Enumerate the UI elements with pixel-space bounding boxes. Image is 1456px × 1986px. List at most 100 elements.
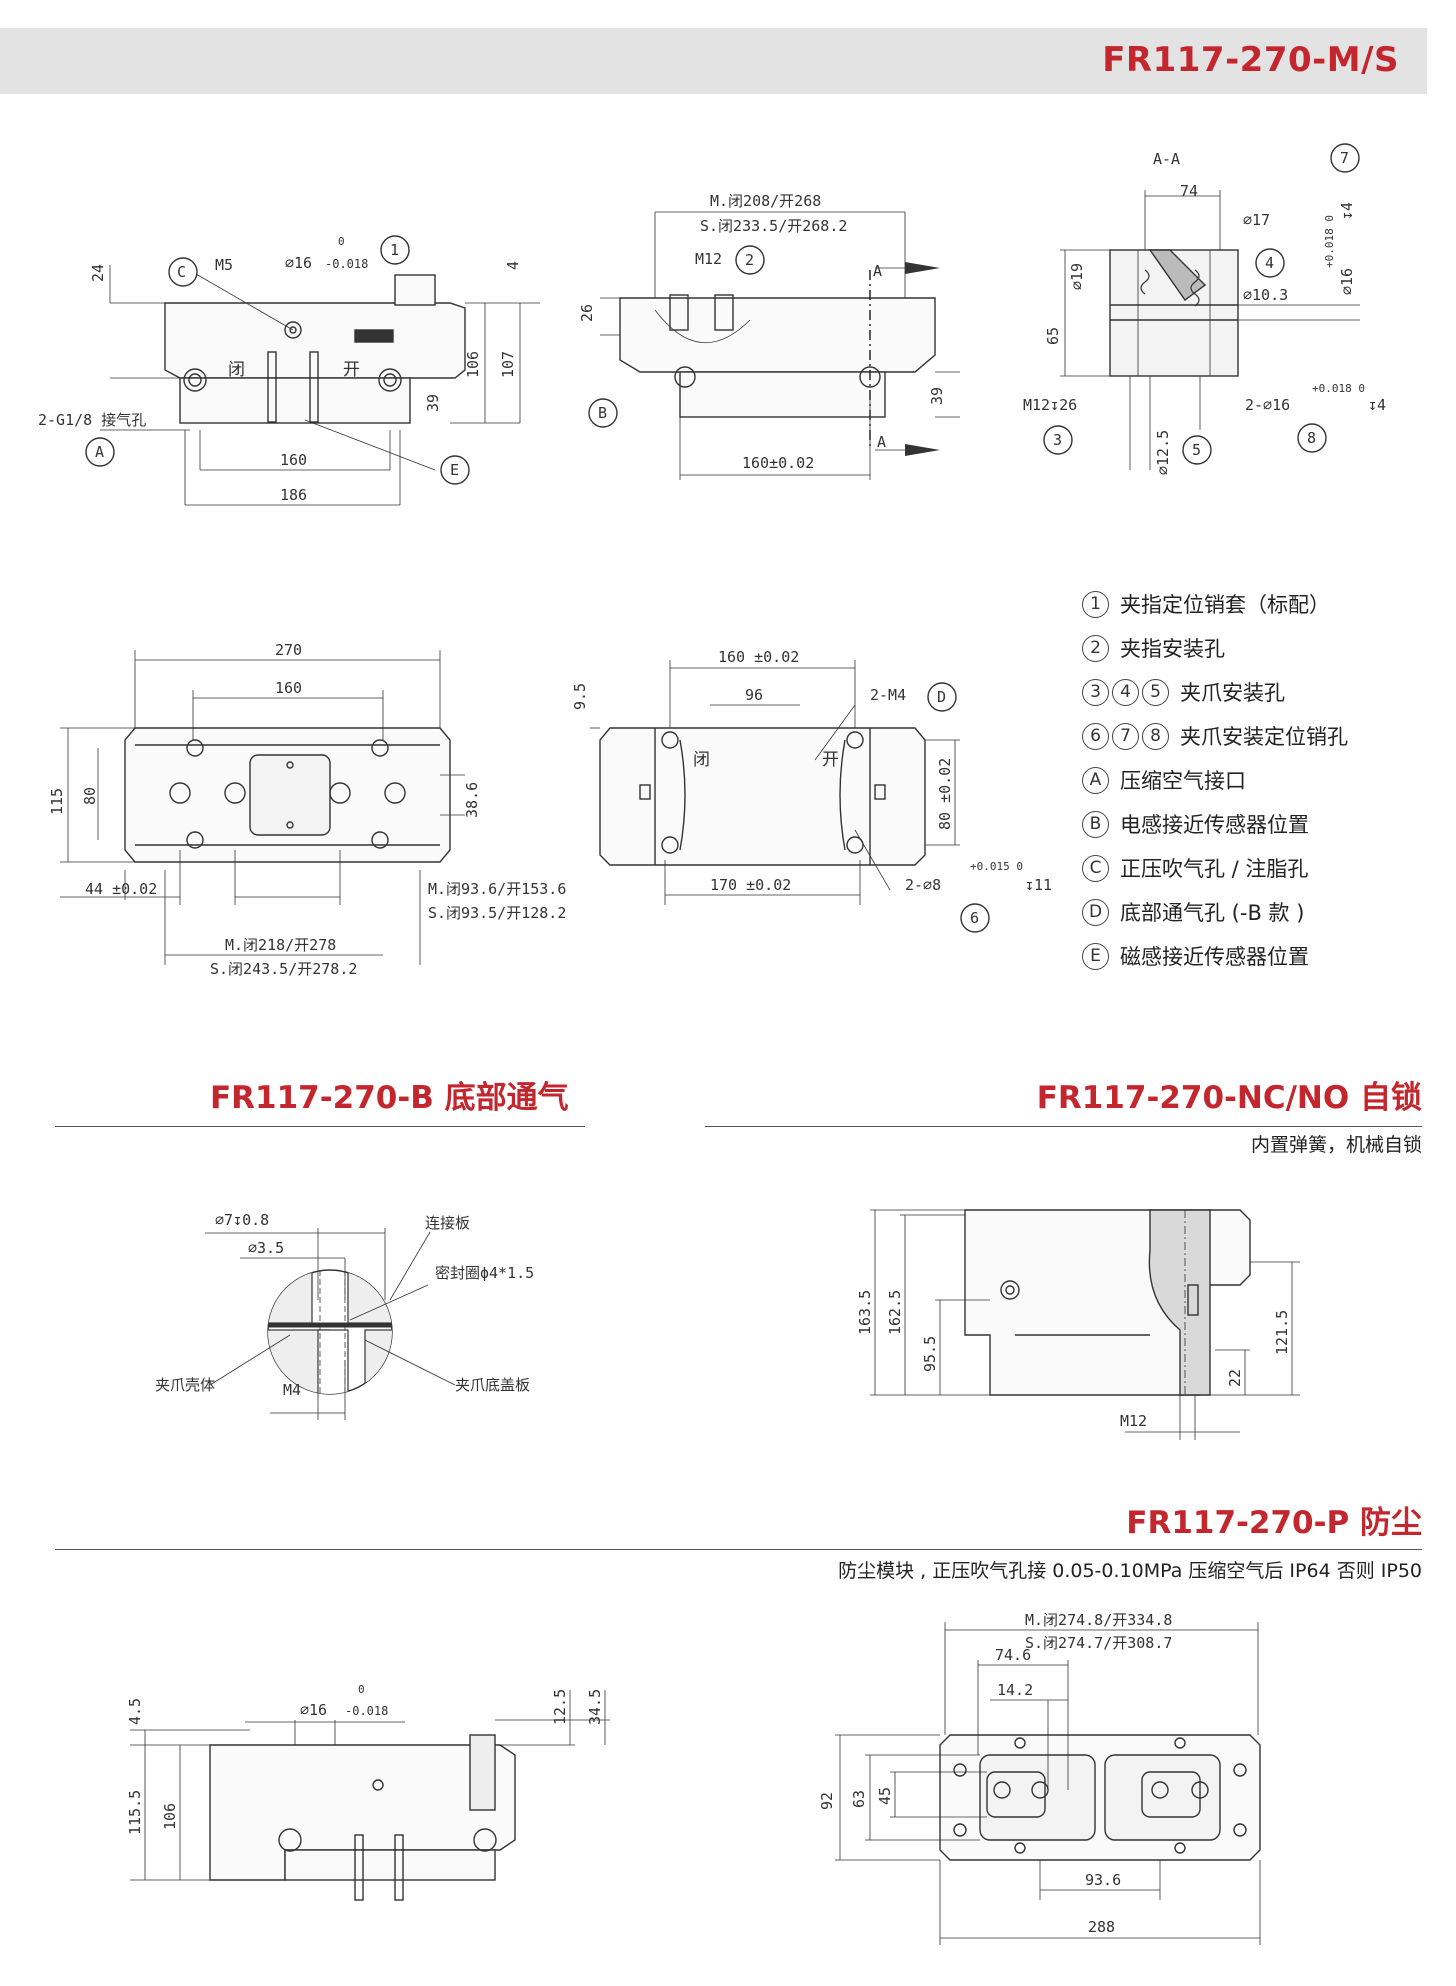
header-bar: FR117-270-M/S bbox=[0, 28, 1427, 94]
aa-d19: ∅19 bbox=[1068, 263, 1086, 290]
front-callout-a: A bbox=[95, 443, 104, 461]
aa-d125: ∅12.5 bbox=[1154, 430, 1172, 475]
bottom-m4: 2-M4 bbox=[870, 686, 906, 704]
dust-top-d92: 92 bbox=[818, 1792, 836, 1810]
side-section-a-bottom: A bbox=[877, 433, 886, 451]
aa-d103: ∅10.3 bbox=[1243, 286, 1288, 304]
legend-text: 夹爪安装孔 bbox=[1180, 681, 1285, 705]
top-s-stroke: S.闭93.5/开128.2 bbox=[428, 904, 566, 922]
dust-front-d16: ∅16 bbox=[300, 1701, 327, 1719]
vent-d35: ∅3.5 bbox=[248, 1239, 284, 1257]
top-m-stroke: M.闭93.6/开153.6 bbox=[428, 880, 566, 898]
front-callout-e: E bbox=[450, 461, 459, 479]
top-d160: 160 bbox=[275, 679, 302, 697]
legend-mark: 4 bbox=[1112, 678, 1139, 706]
aa-pin-dep: ↧4 bbox=[1368, 396, 1386, 414]
top-d115: 115 bbox=[48, 788, 66, 815]
side-m-stroke: M.闭208/开268 bbox=[710, 192, 821, 210]
aa-m12: M12↧26 bbox=[1023, 396, 1077, 414]
legend-mark: E bbox=[1082, 942, 1109, 970]
legend-mark: C bbox=[1082, 854, 1109, 882]
dust-top-d288: 288 bbox=[1088, 1918, 1115, 1936]
front-callout-1: 1 bbox=[390, 241, 399, 259]
callout-legend: 1 夹指定位销套（标配） 2 夹指安装孔 3 4 5 夹爪安装孔 6 7 8 夹… bbox=[1082, 582, 1348, 978]
dust-front-d1155: 115.5 bbox=[126, 1790, 144, 1835]
front-port: 2-G1/8 接气孔 bbox=[38, 411, 146, 429]
legend-mark: 7 bbox=[1112, 722, 1139, 750]
aa-d17: ∅17 bbox=[1243, 211, 1270, 229]
aa-d65: 65 bbox=[1044, 327, 1062, 345]
legend-item: D 底部通气孔 (-B 款 ) bbox=[1082, 890, 1348, 934]
aa-pin-tol: +0.018 0 bbox=[1312, 382, 1365, 395]
legend-mark: B bbox=[1082, 810, 1109, 838]
legend-item: 3 4 5 夹爪安装孔 bbox=[1082, 670, 1348, 714]
top-d270: 270 bbox=[275, 641, 302, 659]
legend-text: 电感接近传感器位置 bbox=[1120, 813, 1309, 837]
legend-item: 6 7 8 夹爪安装定位销孔 bbox=[1082, 714, 1348, 758]
front-d24: 24 bbox=[89, 264, 107, 282]
section-rule-dust bbox=[55, 1549, 1422, 1550]
vent-m4: M4 bbox=[283, 1381, 301, 1399]
front-d39: 39 bbox=[424, 394, 442, 412]
section-rule-bottom-vent bbox=[55, 1126, 585, 1127]
dust-top-d45: 45 bbox=[876, 1787, 894, 1805]
side-callout-b: B bbox=[598, 404, 607, 422]
side-section-a-top: A bbox=[873, 262, 882, 280]
bottom-d95: 9.5 bbox=[571, 683, 589, 710]
dust-top-d746: 74.6 bbox=[995, 1646, 1031, 1664]
front-d160: 160 bbox=[280, 451, 307, 469]
legend-item: 1 夹指定位销套（标配） bbox=[1082, 582, 1348, 626]
section-subtitle-self-lock: 内置弹簧，机械自锁 bbox=[1250, 1134, 1422, 1156]
legend-item: B 电感接近传感器位置 bbox=[1082, 802, 1348, 846]
dust-top-d936: 93.6 bbox=[1085, 1871, 1121, 1889]
front-d16: ∅16 bbox=[285, 254, 312, 272]
dust-front-d106: 106 bbox=[161, 1803, 179, 1830]
bottom-d160: 160 ±0.02 bbox=[718, 648, 799, 666]
lock-d22: 22 bbox=[1226, 1369, 1244, 1387]
dust-front-d45: 4.5 bbox=[126, 1698, 144, 1725]
top-d80: 80 bbox=[81, 787, 99, 805]
bottom-d80: 80 ±0.02 bbox=[936, 758, 954, 830]
dust-front-tol-bottom: -0.018 bbox=[345, 1704, 388, 1718]
aa-callout-7: 7 bbox=[1340, 149, 1349, 167]
legend-item: A 压缩空气接口 bbox=[1082, 758, 1348, 802]
aa-d16: ∅16 bbox=[1338, 268, 1356, 295]
top-d386: 38.6 bbox=[463, 782, 481, 818]
legend-text: 夹指安装孔 bbox=[1120, 637, 1225, 661]
legend-mark: 3 bbox=[1082, 678, 1109, 706]
front-d106: 106 bbox=[464, 351, 482, 378]
bottom-open: 开 bbox=[822, 750, 839, 770]
bottom-callout-6: 6 bbox=[970, 909, 979, 927]
legend-mark: 8 bbox=[1142, 722, 1169, 750]
side-m12: M12 bbox=[695, 250, 722, 268]
side-d39: 39 bbox=[928, 387, 946, 405]
aa-callout-4: 4 bbox=[1265, 254, 1274, 272]
section-rule-self-lock bbox=[705, 1126, 1422, 1127]
legend-mark: 5 bbox=[1142, 678, 1169, 706]
aa-callout-5: 5 bbox=[1192, 441, 1201, 459]
dust-top-s-stroke: S.闭274.7/开308.7 bbox=[1025, 1634, 1172, 1652]
front-d107: 107 bbox=[499, 351, 517, 378]
vent-shell: 夹爪壳体 bbox=[155, 1376, 215, 1394]
section-title-bottom-vent: FR117-270-B 底部通气 bbox=[210, 1080, 569, 1116]
side-d26: 26 bbox=[578, 304, 596, 322]
top-m-total: M.闭218/开278 bbox=[225, 936, 336, 954]
legend-item: E 磁感接近传感器位置 bbox=[1082, 934, 1348, 978]
legend-text: 压缩空气接口 bbox=[1120, 769, 1246, 793]
legend-mark: 6 bbox=[1082, 722, 1109, 750]
bottom-pin-dep: ↧11 bbox=[1025, 876, 1052, 894]
bottom-pin-tol: +0.015 0 bbox=[970, 860, 1023, 873]
front-tol-top: 0 bbox=[338, 235, 345, 248]
front-open: 开 bbox=[343, 360, 360, 380]
dust-front-tol-top: 0 bbox=[358, 1683, 365, 1696]
lock-m12: M12 bbox=[1120, 1412, 1147, 1430]
dust-top-m-stroke: M.闭274.8/开334.8 bbox=[1025, 1611, 1172, 1629]
